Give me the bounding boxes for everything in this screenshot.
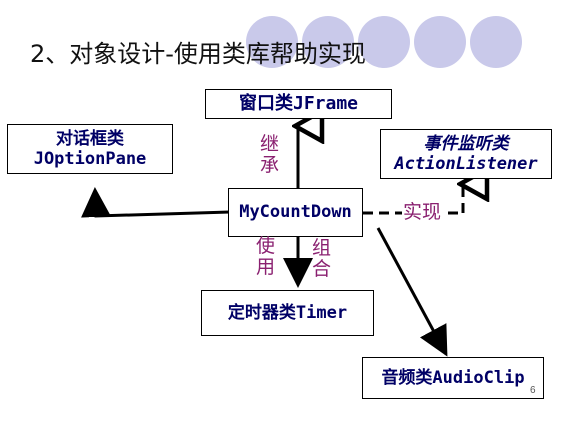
use-label-char1: 使 xyxy=(256,235,276,257)
jframe-box: 窗口类JFrame xyxy=(205,89,392,119)
slide-title: 2、对象设计-使用类库帮助实现 xyxy=(30,40,366,68)
mycountdown-box: MyCountDown xyxy=(228,188,363,237)
compose-label-char2: 合 xyxy=(312,257,332,280)
inherit-label-char1: 继 xyxy=(260,133,280,155)
implement-label: 实现 xyxy=(403,201,442,223)
actionlistener-label-en: ActionListener xyxy=(394,154,538,174)
use-dialog-arrow xyxy=(81,187,231,218)
inherit-label-char2: 承 xyxy=(260,153,280,176)
decor-circle xyxy=(246,16,298,68)
use-audio-arrow xyxy=(376,227,448,357)
decor-circle xyxy=(470,16,522,68)
use-label: 使 用 xyxy=(256,236,275,278)
page-number: 6 xyxy=(530,385,536,396)
compose-label-char1: 组 xyxy=(312,237,332,259)
compose-label: 组 合 xyxy=(312,238,331,280)
actionlistener-label-cn: 事件监听类 xyxy=(423,133,509,154)
joptionpane-box: 对话框类 JOptionPane xyxy=(7,124,173,174)
use-label-char2: 用 xyxy=(256,255,276,278)
timer-box: 定时器类Timer xyxy=(201,290,374,336)
decor-circle xyxy=(414,16,466,68)
joptionpane-label-en: JOptionPane xyxy=(33,149,147,169)
actionlistener-box: 事件监听类 ActionListener xyxy=(380,129,552,179)
decor-circle xyxy=(358,16,410,68)
audioclip-box: 音频类AudioClip xyxy=(362,357,544,399)
inherit-label: 继 承 xyxy=(260,134,279,176)
joptionpane-label-cn: 对话框类 xyxy=(56,128,124,149)
decor-circle xyxy=(302,16,354,68)
